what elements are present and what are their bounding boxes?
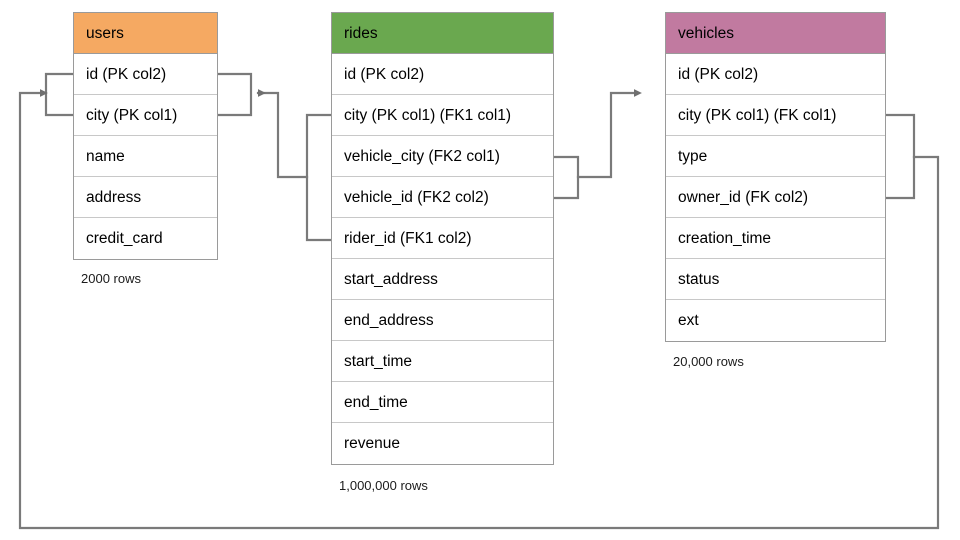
entity-users[interactable]: users id (PK col2) city (PK col1) name a… (73, 12, 218, 260)
field-users-address[interactable]: address (74, 177, 217, 218)
field-users-credit-card[interactable]: credit_card (74, 218, 217, 259)
field-rides-city[interactable]: city (PK col1) (FK1 col1) (332, 95, 553, 136)
connector-rides-fk2-vehicles (552, 89, 642, 200)
field-vehicles-type[interactable]: type (666, 136, 885, 177)
field-vehicles-ext[interactable]: ext (666, 300, 885, 341)
field-vehicles-id[interactable]: id (PK col2) (666, 54, 885, 95)
field-rides-start-address[interactable]: start_address (332, 259, 553, 300)
field-rides-vehicle-id[interactable]: vehicle_id (FK2 col2) (332, 177, 553, 218)
field-rides-vehicle-city[interactable]: vehicle_city (FK2 col1) (332, 136, 553, 177)
entity-rides[interactable]: rides id (PK col2) city (PK col1) (FK1 c… (331, 12, 554, 465)
field-vehicles-city[interactable]: city (PK col1) (FK col1) (666, 95, 885, 136)
field-vehicles-creation-time[interactable]: creation_time (666, 218, 885, 259)
field-users-name[interactable]: name (74, 136, 217, 177)
users-row-count: 2000 rows (81, 271, 141, 286)
field-rides-revenue[interactable]: revenue (332, 423, 553, 464)
entity-users-title: users (74, 13, 217, 54)
rides-row-count: 1,000,000 rows (339, 478, 428, 493)
field-users-id[interactable]: id (PK col2) (74, 54, 217, 95)
connector-rides-fk1-users (256, 89, 333, 242)
entity-vehicles[interactable]: vehicles id (PK col2) city (PK col1) (FK… (665, 12, 886, 342)
field-vehicles-status[interactable]: status (666, 259, 885, 300)
entity-rides-title: rides (332, 13, 553, 54)
field-rides-end-address[interactable]: end_address (332, 300, 553, 341)
connector-users-right-bracket (216, 72, 253, 117)
field-vehicles-owner-id[interactable]: owner_id (FK col2) (666, 177, 885, 218)
entity-vehicles-title: vehicles (666, 13, 885, 54)
field-rides-start-time[interactable]: start_time (332, 341, 553, 382)
field-rides-rider-id[interactable]: rider_id (FK1 col2) (332, 218, 553, 259)
vehicles-row-count: 20,000 rows (673, 354, 744, 369)
field-users-city[interactable]: city (PK col1) (74, 95, 217, 136)
connector-users-left-bracket (44, 72, 75, 117)
field-rides-id[interactable]: id (PK col2) (332, 54, 553, 95)
field-rides-end-time[interactable]: end_time (332, 382, 553, 423)
